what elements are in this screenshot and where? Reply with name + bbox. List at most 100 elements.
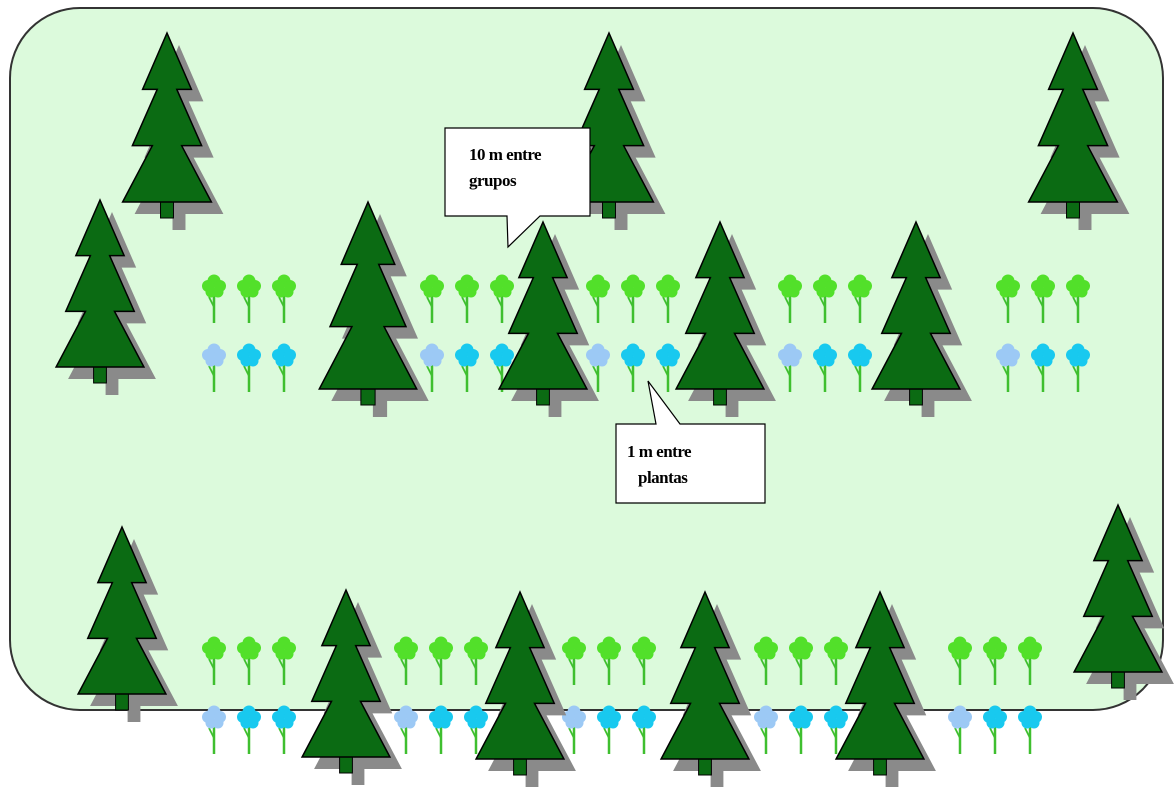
sapling-icon [464, 636, 488, 685]
sapling-branch [638, 658, 645, 670]
sapling-branch [627, 296, 634, 308]
sapling-branch [662, 296, 669, 308]
sapling-canopy [1006, 286, 1018, 298]
sapling-group [586, 274, 680, 392]
sapling-canopy [788, 355, 800, 367]
sapling-branch [435, 727, 442, 739]
sapling-icon [848, 274, 872, 323]
sapling-canopy [993, 717, 1005, 729]
sapling-branch [1024, 727, 1031, 739]
sapling-canopy [799, 717, 811, 729]
tree-foliage [1027, 31, 1119, 203]
sapling-canopy [404, 648, 416, 660]
sapling-icon [272, 274, 296, 323]
sapling-canopy [631, 286, 643, 298]
conifer-tree-icon [318, 200, 429, 417]
sapling-icon [420, 343, 444, 392]
sapling-icon [586, 343, 610, 392]
sapling-canopy [834, 648, 846, 660]
tree-foliage [563, 31, 655, 203]
sapling-canopy [607, 717, 619, 729]
sapling-canopy [247, 648, 259, 660]
sapling-branch [278, 727, 285, 739]
sapling-icon [490, 274, 514, 323]
sapling-branch [830, 727, 837, 739]
sapling-icon [202, 274, 226, 323]
sapling-icon [597, 636, 621, 685]
sapling-branch [400, 727, 407, 739]
sapling-branch [243, 658, 250, 670]
sapling-branch [954, 658, 961, 670]
conifer-tree-icon [474, 590, 576, 787]
sapling-group [202, 636, 296, 754]
sapling-icon [1018, 636, 1042, 685]
sapling-icon [202, 636, 226, 685]
sapling-branch [954, 727, 961, 739]
sapling-canopy [858, 286, 870, 298]
sapling-canopy [500, 286, 512, 298]
tree-foliage [870, 220, 962, 390]
sapling-icon [1018, 705, 1042, 754]
sapling-icon [621, 274, 645, 323]
sapling-layer [202, 274, 1090, 754]
sapling-canopy [788, 286, 800, 298]
sapling-icon [778, 343, 802, 392]
sapling-group [996, 274, 1090, 392]
sapling-canopy [439, 717, 451, 729]
tree-trunk-shadow [710, 769, 724, 787]
sapling-icon [778, 274, 802, 323]
sapling-branch [1072, 365, 1079, 377]
sapling-icon [597, 705, 621, 754]
conifer-tree-icon [834, 590, 936, 787]
sapling-icon [429, 636, 453, 685]
sapling-branch [1002, 296, 1009, 308]
tree-trunk-shadow [105, 377, 119, 395]
sapling-canopy [823, 355, 835, 367]
sapling-branch [278, 296, 285, 308]
sapling-icon [983, 705, 1007, 754]
sapling-canopy [799, 648, 811, 660]
sapling-branch [426, 296, 433, 308]
sapling-canopy [858, 355, 870, 367]
tree-foliage [318, 200, 418, 390]
sapling-canopy [282, 648, 294, 660]
sapling-icon [394, 705, 418, 754]
conifer-tree-icon [674, 220, 776, 417]
sapling-canopy [764, 648, 776, 660]
conifer-tree-icon [76, 525, 178, 722]
sapling-icon [272, 636, 296, 685]
conifer-tree-icon [870, 220, 972, 417]
sapling-icon [983, 636, 1007, 685]
sapling-icon [272, 343, 296, 392]
sapling-branch [603, 658, 610, 670]
sapling-branch [568, 727, 575, 739]
conifer-tree-icon [563, 31, 666, 230]
sapling-canopy [572, 717, 584, 729]
sapling-icon [455, 343, 479, 392]
sapling-icon [429, 705, 453, 754]
plant-spacing-callout-line2: plantas [638, 468, 688, 487]
sapling-canopy [212, 286, 224, 298]
sapling-branch [1037, 365, 1044, 377]
tree-trunk-shadow [614, 212, 628, 230]
sapling-canopy [430, 355, 442, 367]
sapling-branch [784, 365, 791, 377]
tree-foliage [834, 590, 926, 760]
sapling-icon [632, 705, 656, 754]
tree-foliage [1072, 503, 1164, 673]
sapling-icon [586, 274, 610, 323]
sapling-canopy [430, 286, 442, 298]
sapling-canopy [823, 286, 835, 298]
sapling-branch [1072, 296, 1079, 308]
plant-spacing-callout-box [615, 380, 766, 504]
sapling-icon [202, 343, 226, 392]
sapling-branch [662, 365, 669, 377]
tree-foliage [474, 590, 566, 760]
sapling-canopy [474, 717, 486, 729]
sapling-icon [394, 636, 418, 685]
sapling-branch [592, 296, 599, 308]
sapling-icon [754, 636, 778, 685]
tree-trunk-shadow [351, 767, 365, 785]
sapling-branch [208, 727, 215, 739]
sapling-canopy [247, 355, 259, 367]
